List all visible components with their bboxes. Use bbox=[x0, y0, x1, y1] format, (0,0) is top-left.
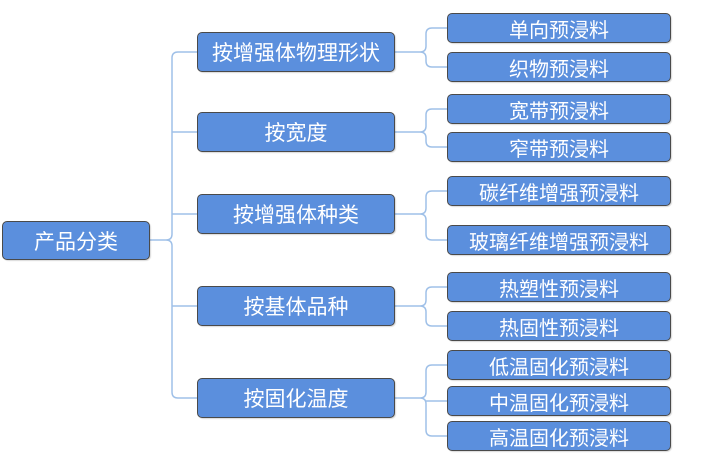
leaf-node-wide-tape: 宽带预浸料 bbox=[447, 94, 671, 124]
leaf-label: 织物预浸料 bbox=[509, 56, 609, 81]
category-label: 按增强体种类 bbox=[233, 203, 359, 227]
leaf-label: 低温固化预浸料 bbox=[489, 354, 629, 379]
leaf-label: 玻璃纤维增强预浸料 bbox=[469, 229, 649, 254]
category-label: 按宽度 bbox=[264, 121, 328, 145]
leaf-label: 碳纤维增强预浸料 bbox=[479, 180, 639, 205]
connector-root-to-categories bbox=[150, 51, 197, 399]
leaf-node-fabric: 织物预浸料 bbox=[447, 52, 671, 82]
leaf-node-thermoplastic: 热塑性预浸料 bbox=[447, 272, 671, 302]
leaf-label: 单向预浸料 bbox=[509, 17, 609, 42]
category-node-reinforcement-type: 按增强体种类 bbox=[197, 194, 395, 234]
leaf-node-glass-fiber: 玻璃纤维增强预浸料 bbox=[447, 225, 671, 255]
leaf-label: 热塑性预浸料 bbox=[499, 276, 619, 301]
leaf-node-thermoset: 热固性预浸料 bbox=[447, 311, 671, 341]
leaf-label: 窄带预浸料 bbox=[509, 136, 609, 161]
leaf-node-medium-temp-cure: 中温固化预浸料 bbox=[447, 386, 671, 416]
connector-matrix-type bbox=[395, 286, 447, 327]
category-node-physical-shape: 按增强体物理形状 bbox=[197, 32, 395, 72]
root-node: 产品分类 bbox=[2, 221, 150, 260]
category-node-matrix-type: 按基体品种 bbox=[197, 286, 395, 326]
category-node-cure-temperature: 按固化温度 bbox=[197, 378, 395, 418]
leaf-node-low-temp-cure: 低温固化预浸料 bbox=[447, 350, 671, 380]
root-node-label: 产品分类 bbox=[34, 229, 118, 254]
leaf-node-unidirectional: 单向预浸料 bbox=[447, 13, 671, 43]
leaf-label: 热固性预浸料 bbox=[499, 315, 619, 340]
category-label: 按基体品种 bbox=[243, 295, 349, 319]
leaf-node-narrow-tape: 窄带预浸料 bbox=[447, 132, 671, 162]
leaf-label: 宽带预浸料 bbox=[509, 98, 609, 123]
category-node-width: 按宽度 bbox=[197, 112, 395, 152]
category-label: 按增强体物理形状 bbox=[212, 41, 380, 65]
leaf-node-carbon-fiber: 碳纤维增强预浸料 bbox=[447, 176, 671, 206]
connector-physical-shape bbox=[395, 27, 447, 68]
leaf-label: 高温固化预浸料 bbox=[489, 425, 629, 450]
leaf-label: 中温固化预浸料 bbox=[489, 390, 629, 415]
category-label: 按固化温度 bbox=[243, 387, 349, 411]
connector-width bbox=[395, 108, 447, 148]
leaf-node-high-temp-cure: 高温固化预浸料 bbox=[447, 421, 671, 451]
connector-cure-temperature bbox=[395, 364, 447, 437]
connector-reinforcement-type bbox=[395, 190, 447, 241]
